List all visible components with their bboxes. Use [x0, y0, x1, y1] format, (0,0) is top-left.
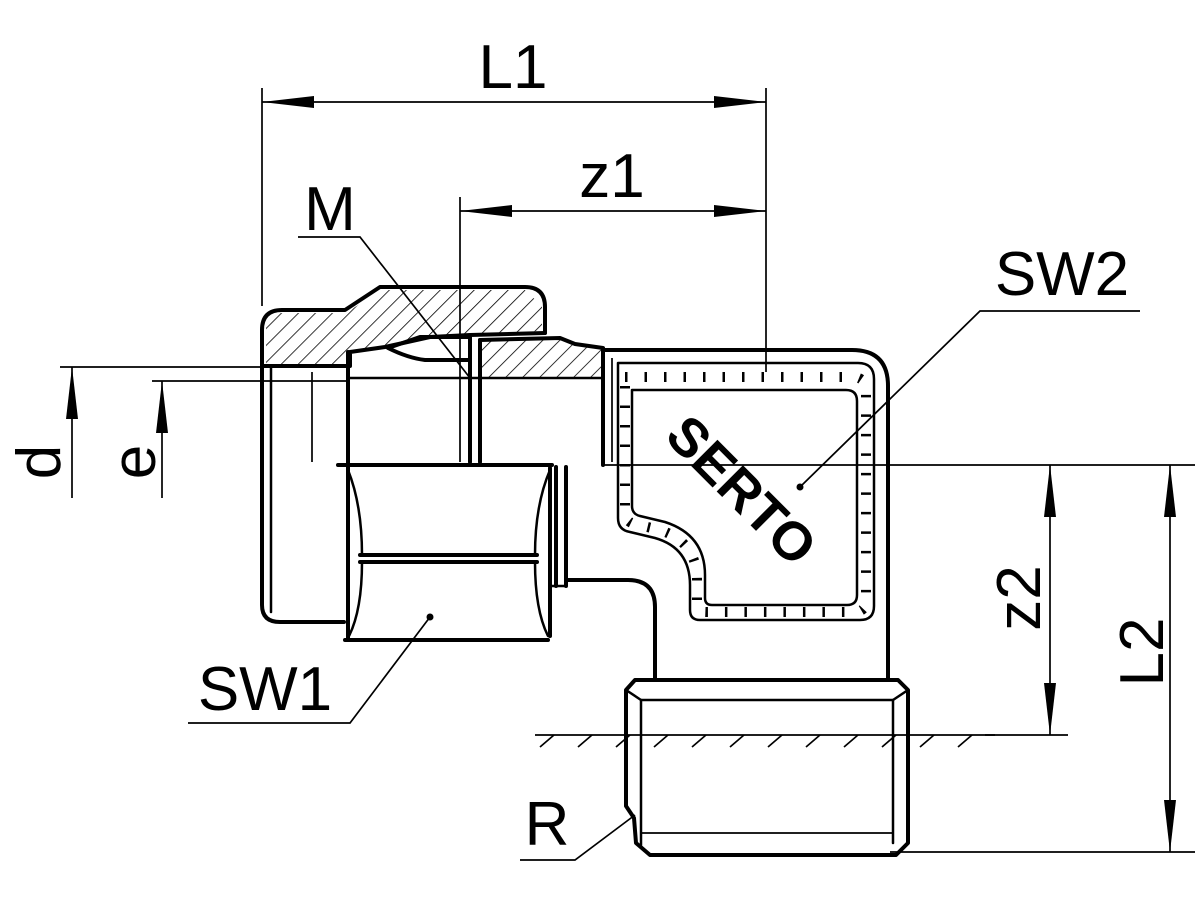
dimension-z2: z2	[985, 465, 1068, 736]
callout-sw2: SW2	[796, 240, 1140, 491]
elbow-lower-left-contour	[564, 578, 657, 682]
section-hatching	[266, 290, 603, 378]
dimension-e: e	[100, 380, 350, 498]
seating-hatch	[653, 734, 669, 748]
label-z2: z2	[985, 565, 1054, 630]
seating-hatch	[957, 734, 973, 748]
seating-hatch	[729, 734, 745, 748]
thread-outline	[624, 678, 910, 857]
body-spigot-section-hatch	[480, 338, 603, 378]
label-l1: L1	[479, 33, 548, 102]
dimension-z1: z1	[459, 142, 766, 462]
label-sw2: SW2	[995, 240, 1129, 309]
callout-sw1: SW1	[188, 613, 434, 724]
seating-hatch	[577, 734, 593, 748]
sw1-leader-dot	[426, 613, 434, 621]
hex-nut-sw1	[336, 463, 554, 642]
z1-arrow-left	[460, 205, 512, 217]
dimension-d: d	[5, 366, 262, 498]
male-thread-r	[624, 678, 910, 857]
seating-hatch	[615, 734, 631, 748]
r-leader-line	[520, 814, 636, 861]
elbow-body-outline	[601, 348, 890, 682]
l1-arrow-left	[262, 96, 314, 108]
z1-arrow-right	[714, 205, 766, 217]
l1-arrow-right	[714, 96, 766, 108]
dimension-l2: L2	[890, 465, 1195, 853]
hex-chamfer-curve-right-bottom	[533, 560, 550, 638]
thread-top-chamfer	[624, 688, 910, 702]
sw2-face-contour-inner	[630, 388, 859, 607]
seating-hatch	[691, 734, 707, 748]
sw2-leader-dot	[796, 483, 804, 491]
seating-hatch	[539, 734, 555, 748]
seating-hatch	[805, 734, 821, 748]
sw1-leader-line	[188, 616, 431, 724]
seating-hatch	[843, 734, 859, 748]
union-nut-outer-outline	[260, 285, 547, 335]
l2-arrow-bottom	[1164, 800, 1176, 852]
callout-m: M	[298, 175, 471, 379]
hex-chamfer-curve-left-bottom	[347, 560, 364, 638]
label-sw1: SW1	[198, 655, 332, 724]
spigot-section-top	[478, 336, 605, 350]
seating-hatch	[919, 734, 935, 748]
nut-cap-lower-outline	[260, 328, 346, 624]
hex-chamfer-curve-right-top	[533, 468, 552, 557]
cutting-ring-and-spigot	[348, 334, 605, 588]
callout-r: R	[520, 790, 636, 861]
z2-arrow-top	[1044, 465, 1056, 517]
label-d: d	[5, 445, 74, 479]
label-l2: L2	[1108, 618, 1177, 687]
seating-face-line	[535, 734, 995, 748]
l2-arrow-top	[1164, 465, 1176, 517]
union-nut-section-hatch	[266, 290, 542, 364]
label-e: e	[100, 445, 169, 479]
e-arrow	[156, 381, 168, 433]
hex-chamfer-curve-left-top	[346, 468, 364, 557]
seating-hatch	[767, 734, 783, 748]
z2-arrow-bottom	[1044, 683, 1056, 735]
sw2-face-contour-outer	[616, 361, 876, 622]
seating-hatch	[881, 734, 897, 748]
dimension-l1: L1	[261, 33, 767, 372]
label-z1: z1	[579, 142, 644, 211]
m-leader-line	[298, 236, 471, 379]
label-m: M	[304, 175, 356, 244]
label-r: R	[525, 790, 570, 859]
sw2-leader-line	[799, 310, 1140, 488]
d-arrow	[66, 367, 78, 419]
